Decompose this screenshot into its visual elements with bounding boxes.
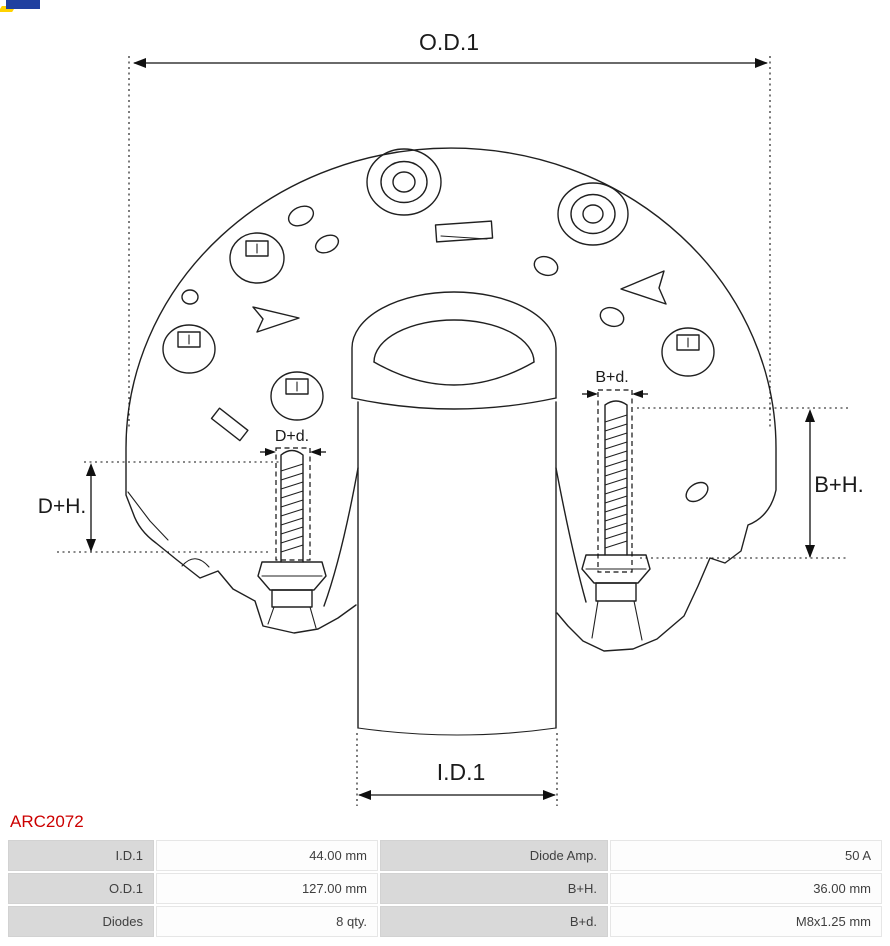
spec-value: 127.00 mm xyxy=(156,873,378,904)
stud-left xyxy=(257,449,327,629)
spec-value: M8x1.25 mm xyxy=(610,906,882,937)
dim-od1: O.D.1 xyxy=(128,29,771,430)
dim-bd: B+d. xyxy=(582,369,648,573)
spec-label: B+H. xyxy=(380,873,608,904)
angled-slot xyxy=(210,407,249,442)
rectifier-technical-drawing: O.D.1 I.D.1 D+H. B+H. xyxy=(38,29,864,806)
dim-label-dd: D+d. xyxy=(275,428,309,445)
dim-label-id1: I.D.1 xyxy=(437,759,486,785)
stud-right xyxy=(581,400,651,641)
spec-label: B+d. xyxy=(380,906,608,937)
dim-bh: B+H. xyxy=(637,407,864,559)
part-number: ARC2072 xyxy=(10,812,84,831)
rivet-boss-left xyxy=(366,148,442,216)
diode-screw-1 xyxy=(229,232,285,284)
brand-logo-fragment xyxy=(0,0,44,16)
rectifier-body-outline xyxy=(125,147,777,652)
spec-value: 36.00 mm xyxy=(610,873,882,904)
dim-label-bd: B+d. xyxy=(595,369,628,386)
top-slot xyxy=(434,220,494,243)
plate-holes xyxy=(181,205,709,503)
spec-value: 44.00 mm xyxy=(156,840,378,871)
dim-dh: D+H. xyxy=(38,461,282,553)
dim-id1: I.D.1 xyxy=(356,733,558,806)
spec-label: Diode Amp. xyxy=(380,840,608,871)
diode-screw-3 xyxy=(270,371,324,421)
dim-label-od1: O.D.1 xyxy=(419,29,479,55)
dim-label-dh: D+H. xyxy=(38,495,86,518)
triangle-cutouts xyxy=(252,270,667,333)
center-bore xyxy=(351,291,557,736)
dim-dd: D+d. xyxy=(260,428,326,561)
spec-value: 8 qty. xyxy=(156,906,378,937)
spec-label: Diodes xyxy=(8,906,154,937)
rivet-boss-right xyxy=(557,182,629,246)
dim-label-bh: B+H. xyxy=(814,472,864,497)
spec-label: I.D.1 xyxy=(8,840,154,871)
diode-screw-4 xyxy=(661,327,715,377)
spec-table: I.D.1 44.00 mm Diode Amp. 50 A O.D.1 127… xyxy=(8,840,882,937)
diode-screw-2 xyxy=(162,324,216,374)
spec-value: 50 A xyxy=(610,840,882,871)
spec-label: O.D.1 xyxy=(8,873,154,904)
logo-blue-bar xyxy=(6,0,40,9)
